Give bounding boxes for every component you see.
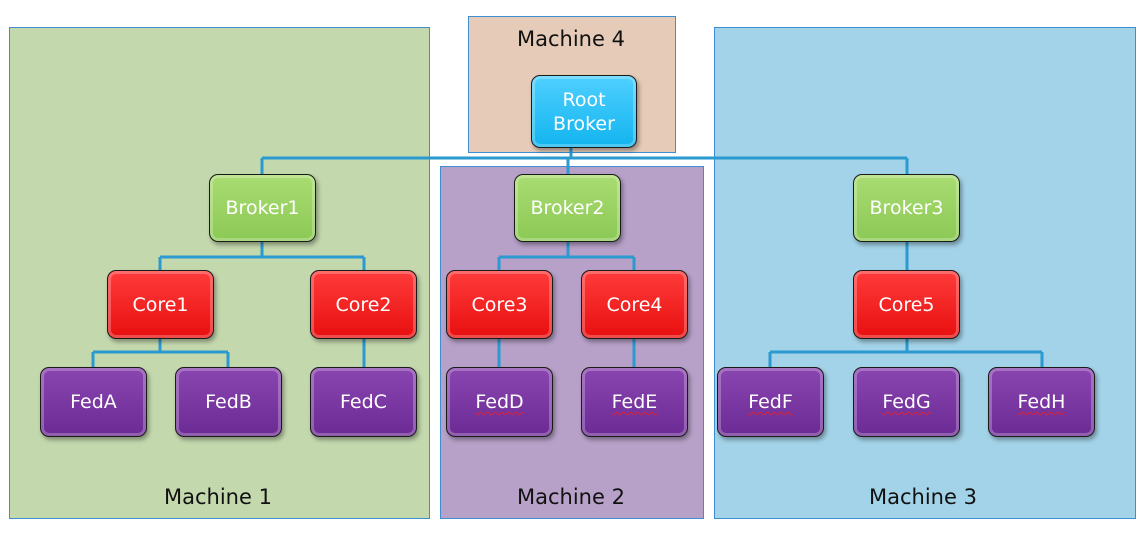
machine-2-label: Machine 2	[517, 485, 625, 509]
core3-node: Core3	[446, 270, 553, 339]
fed-h-label: FedH	[1017, 391, 1066, 413]
machine-4-label: Machine 4	[517, 27, 625, 51]
root-connector	[260, 146, 909, 175]
fed-b-node: FedB	[175, 367, 282, 437]
core1-node: Core1	[107, 270, 214, 339]
fed-f-label: FedF	[748, 391, 793, 413]
fed-d-label: FedD	[475, 391, 524, 413]
machine-3-label: Machine 3	[869, 485, 977, 509]
fed-a-node: FedA	[40, 367, 147, 437]
fed-c-node: FedC	[310, 367, 417, 437]
broker1-node: Broker1	[209, 174, 316, 242]
broker3-node: Broker3	[853, 174, 960, 242]
core4-node: Core4	[581, 270, 688, 339]
fed-h-node: FedH	[988, 367, 1095, 437]
fed-g-label: FedG	[882, 391, 931, 413]
fed-e-label: FedE	[611, 391, 658, 413]
core1-connector	[91, 338, 230, 368]
root-broker-node: Root Broker	[531, 75, 637, 148]
broker2-connector	[497, 241, 636, 271]
fed-f-node: FedF	[717, 367, 824, 437]
core2-node: Core2	[310, 270, 417, 339]
core5-connector	[768, 338, 1044, 368]
fed-g-node: FedG	[853, 367, 960, 437]
fed-d-node: FedD	[446, 367, 553, 437]
core5-node: Core5	[853, 270, 960, 339]
root-broker-line1: Root	[562, 88, 606, 111]
root-broker-line2: Broker	[553, 112, 615, 135]
broker1-connector	[158, 241, 366, 271]
broker2-node: Broker2	[514, 174, 621, 242]
machine-1-label: Machine 1	[164, 485, 272, 509]
fed-e-node: FedE	[581, 367, 688, 437]
